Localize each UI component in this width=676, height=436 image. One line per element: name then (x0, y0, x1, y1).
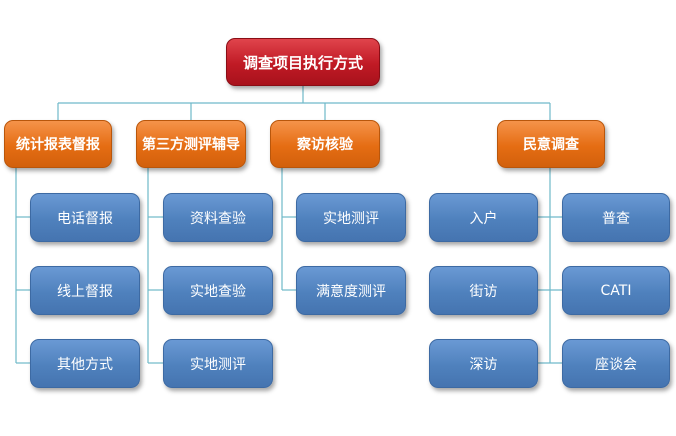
category-label: 民意调查 (523, 137, 579, 153)
leaf-label: 线上督报 (57, 283, 113, 300)
leaf-label: 座谈会 (595, 356, 637, 373)
category-label: 统计报表督报 (16, 137, 100, 153)
leaf-label: 其他方式 (57, 356, 113, 373)
leaf-census: 普查 (562, 193, 670, 242)
leaf-label: 满意度测评 (316, 283, 386, 300)
leaf-label: 资料查验 (190, 210, 246, 227)
leaf-label: 电话督报 (57, 210, 113, 227)
leaf-label: 实地测评 (323, 210, 379, 227)
leaf-household-visit: 入户 (429, 193, 538, 242)
leaf-online-report: 线上督报 (30, 266, 140, 315)
leaf-onsite-evaluation: 实地测评 (296, 193, 406, 242)
category-public-opinion-survey: 民意调查 (497, 120, 605, 168)
leaf-label: 普查 (602, 210, 630, 227)
leaf-satisfaction-evaluation: 满意度测评 (296, 266, 406, 315)
category-label: 察访核验 (297, 137, 353, 153)
leaf-other-methods: 其他方式 (30, 339, 140, 388)
leaf-label: CATI (600, 282, 632, 299)
leaf-label: 实地测评 (190, 356, 246, 373)
category-label: 第三方测评辅导 (142, 137, 240, 153)
leaf-cati: CATI (562, 266, 670, 315)
leaf-symposium: 座谈会 (562, 339, 670, 388)
leaf-label: 入户 (469, 210, 498, 227)
leaf-onsite-evaluation: 实地测评 (163, 339, 273, 388)
root-node: 调查项目执行方式 (226, 38, 380, 86)
leaf-document-check: 资料查验 (163, 193, 273, 242)
leaf-label: 深访 (469, 356, 498, 373)
leaf-label: 街访 (469, 283, 498, 300)
leaf-in-depth-interview: 深访 (429, 339, 538, 388)
leaf-onsite-check: 实地查验 (163, 266, 273, 315)
leaf-phone-report: 电话督报 (30, 193, 140, 242)
category-inspection-verification: 察访核验 (270, 120, 380, 168)
leaf-label: 实地查验 (190, 283, 246, 300)
root-label: 调查项目执行方式 (242, 53, 363, 72)
category-statistical-report: 统计报表督报 (4, 120, 112, 168)
leaf-street-interview: 街访 (429, 266, 538, 315)
category-third-party-evaluation: 第三方测评辅导 (136, 120, 246, 168)
